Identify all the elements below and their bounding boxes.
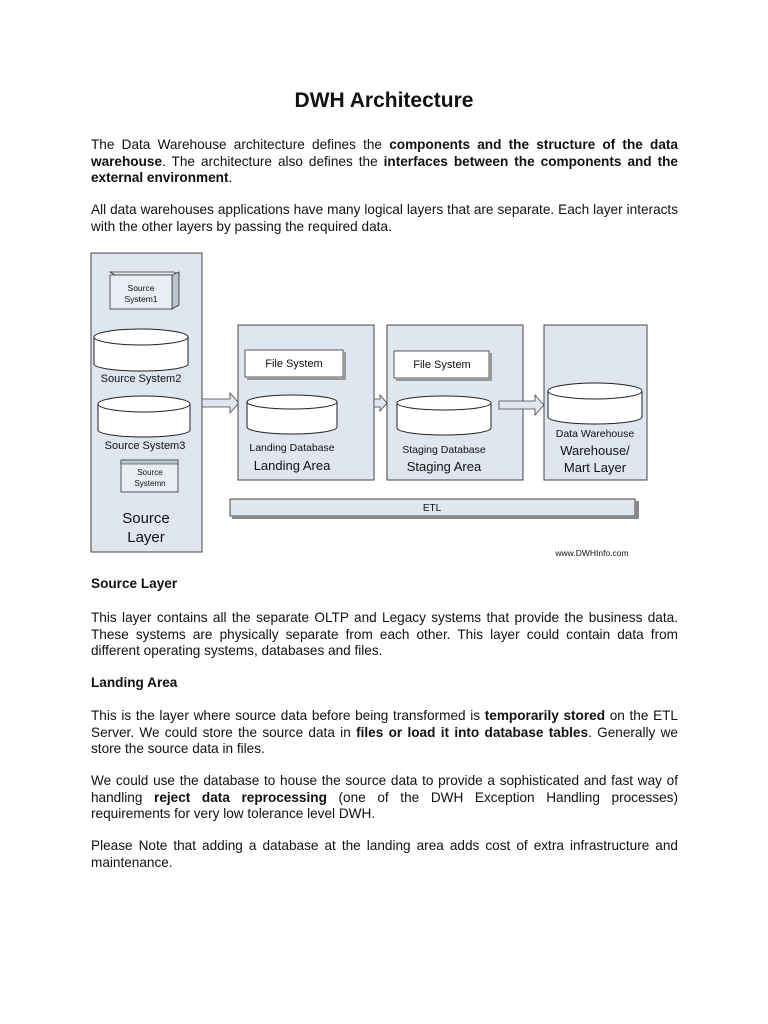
intro-text-3: . xyxy=(228,170,233,185)
landing-p1-text-3: . Generally we store the source data in … xyxy=(91,724,678,757)
staging-area-label: Staging Area xyxy=(407,459,482,474)
data-warehouse-cylinder xyxy=(547,382,643,425)
landing-p1-text-2: on the ETL Server. We could store the so… xyxy=(91,708,678,740)
staging-database-label: Staging Database xyxy=(402,444,486,456)
source-system2-label: Source System2 xyxy=(101,373,182,385)
source-systemn-label-line1: Source xyxy=(137,468,163,477)
arrow-staging-to-warehouse xyxy=(498,393,545,417)
landing-paragraph-2: We could use the database to house the s… xyxy=(91,773,678,823)
landing-database-label: Landing Database xyxy=(249,442,334,454)
staging-area-panel: File System Staging Database Staging Are… xyxy=(386,324,524,481)
landing-p1-bold-2: files or load it into database tables xyxy=(356,724,589,740)
etl-label: ETL xyxy=(423,503,442,514)
landing-p2-text-1: We could use the database to house the s… xyxy=(91,773,678,805)
source-layer-label-line1: Source xyxy=(122,510,170,527)
intro-bold-2: interfaces between the components and th… xyxy=(91,153,678,186)
arrow-source-to-landing xyxy=(201,391,240,415)
staging-file-system-label: File System xyxy=(413,359,470,371)
source-layer-panel: Source System1 Source System2 Source Sys… xyxy=(90,252,203,553)
source-systemn-label-line2: Systemn xyxy=(134,479,165,488)
landing-p1-bold-1: temporarily stored xyxy=(484,708,606,723)
source-system2-cylinder xyxy=(93,328,189,372)
landing-paragraph-1: This is the layer where source data befo… xyxy=(91,708,678,758)
landing-area-label: Landing Area xyxy=(254,458,331,473)
landing-p2-text-2: (one of the DWH Exception Handling proce… xyxy=(91,789,679,822)
section-heading-landing-area: Landing Area xyxy=(91,675,178,690)
source-system1-label-line1: Source xyxy=(128,283,155,293)
intro-text-2: . The architecture also defines the xyxy=(162,153,384,169)
staging-file-system-box: File System xyxy=(393,350,492,381)
source-layer-label-line2: Layer xyxy=(127,529,165,546)
landing-database-cylinder xyxy=(246,394,338,435)
landing-area-panel: File System Landing Database Landing Are… xyxy=(237,324,375,481)
intro-paragraph: The Data Warehouse architecture defines … xyxy=(91,137,678,187)
warehouse-mart-panel: Data Warehouse Warehouse/ Mart Layer xyxy=(543,324,648,481)
landing-p2-bold-1: reject data reprocessing xyxy=(154,789,327,805)
warehouse-label-line1: Warehouse/ xyxy=(560,443,630,458)
etl-bar: ETL xyxy=(229,498,639,519)
intro-text-1: The Data Warehouse architecture defines … xyxy=(91,137,390,152)
diagram-credit: www.DWHInfo.com xyxy=(554,548,628,558)
source-layer-paragraph: This layer contains all the separate OLT… xyxy=(91,610,678,658)
landing-p1-text-1: This is the layer where source data befo… xyxy=(91,708,485,723)
page-title: DWH Architecture xyxy=(294,89,474,112)
source-system3-label: Source System3 xyxy=(105,440,186,452)
intro-bold-1: components and the structure of the data… xyxy=(91,137,678,169)
landing-file-system-label: File System xyxy=(265,358,322,370)
landing-file-system-box: File System xyxy=(244,349,346,380)
section-heading-source-layer: Source Layer xyxy=(91,576,178,591)
arrow-landing-to-staging xyxy=(373,393,388,413)
architecture-diagram: Source System1 Source System2 Source Sys… xyxy=(90,252,648,558)
staging-database-cylinder xyxy=(396,395,492,436)
landing-paragraph-3: Please Note that adding a database at th… xyxy=(91,838,678,870)
data-warehouse-label: Data Warehouse xyxy=(556,428,635,440)
source-system3-cylinder xyxy=(97,395,191,438)
layers-paragraph: All data warehouses applications have ma… xyxy=(91,202,678,234)
source-systemn-box: Source Systemn xyxy=(120,459,179,493)
warehouse-label-line2: Mart Layer xyxy=(564,460,627,475)
source-system1-box: Source System1 xyxy=(108,271,181,310)
source-system1-label-line2: System1 xyxy=(124,294,157,304)
